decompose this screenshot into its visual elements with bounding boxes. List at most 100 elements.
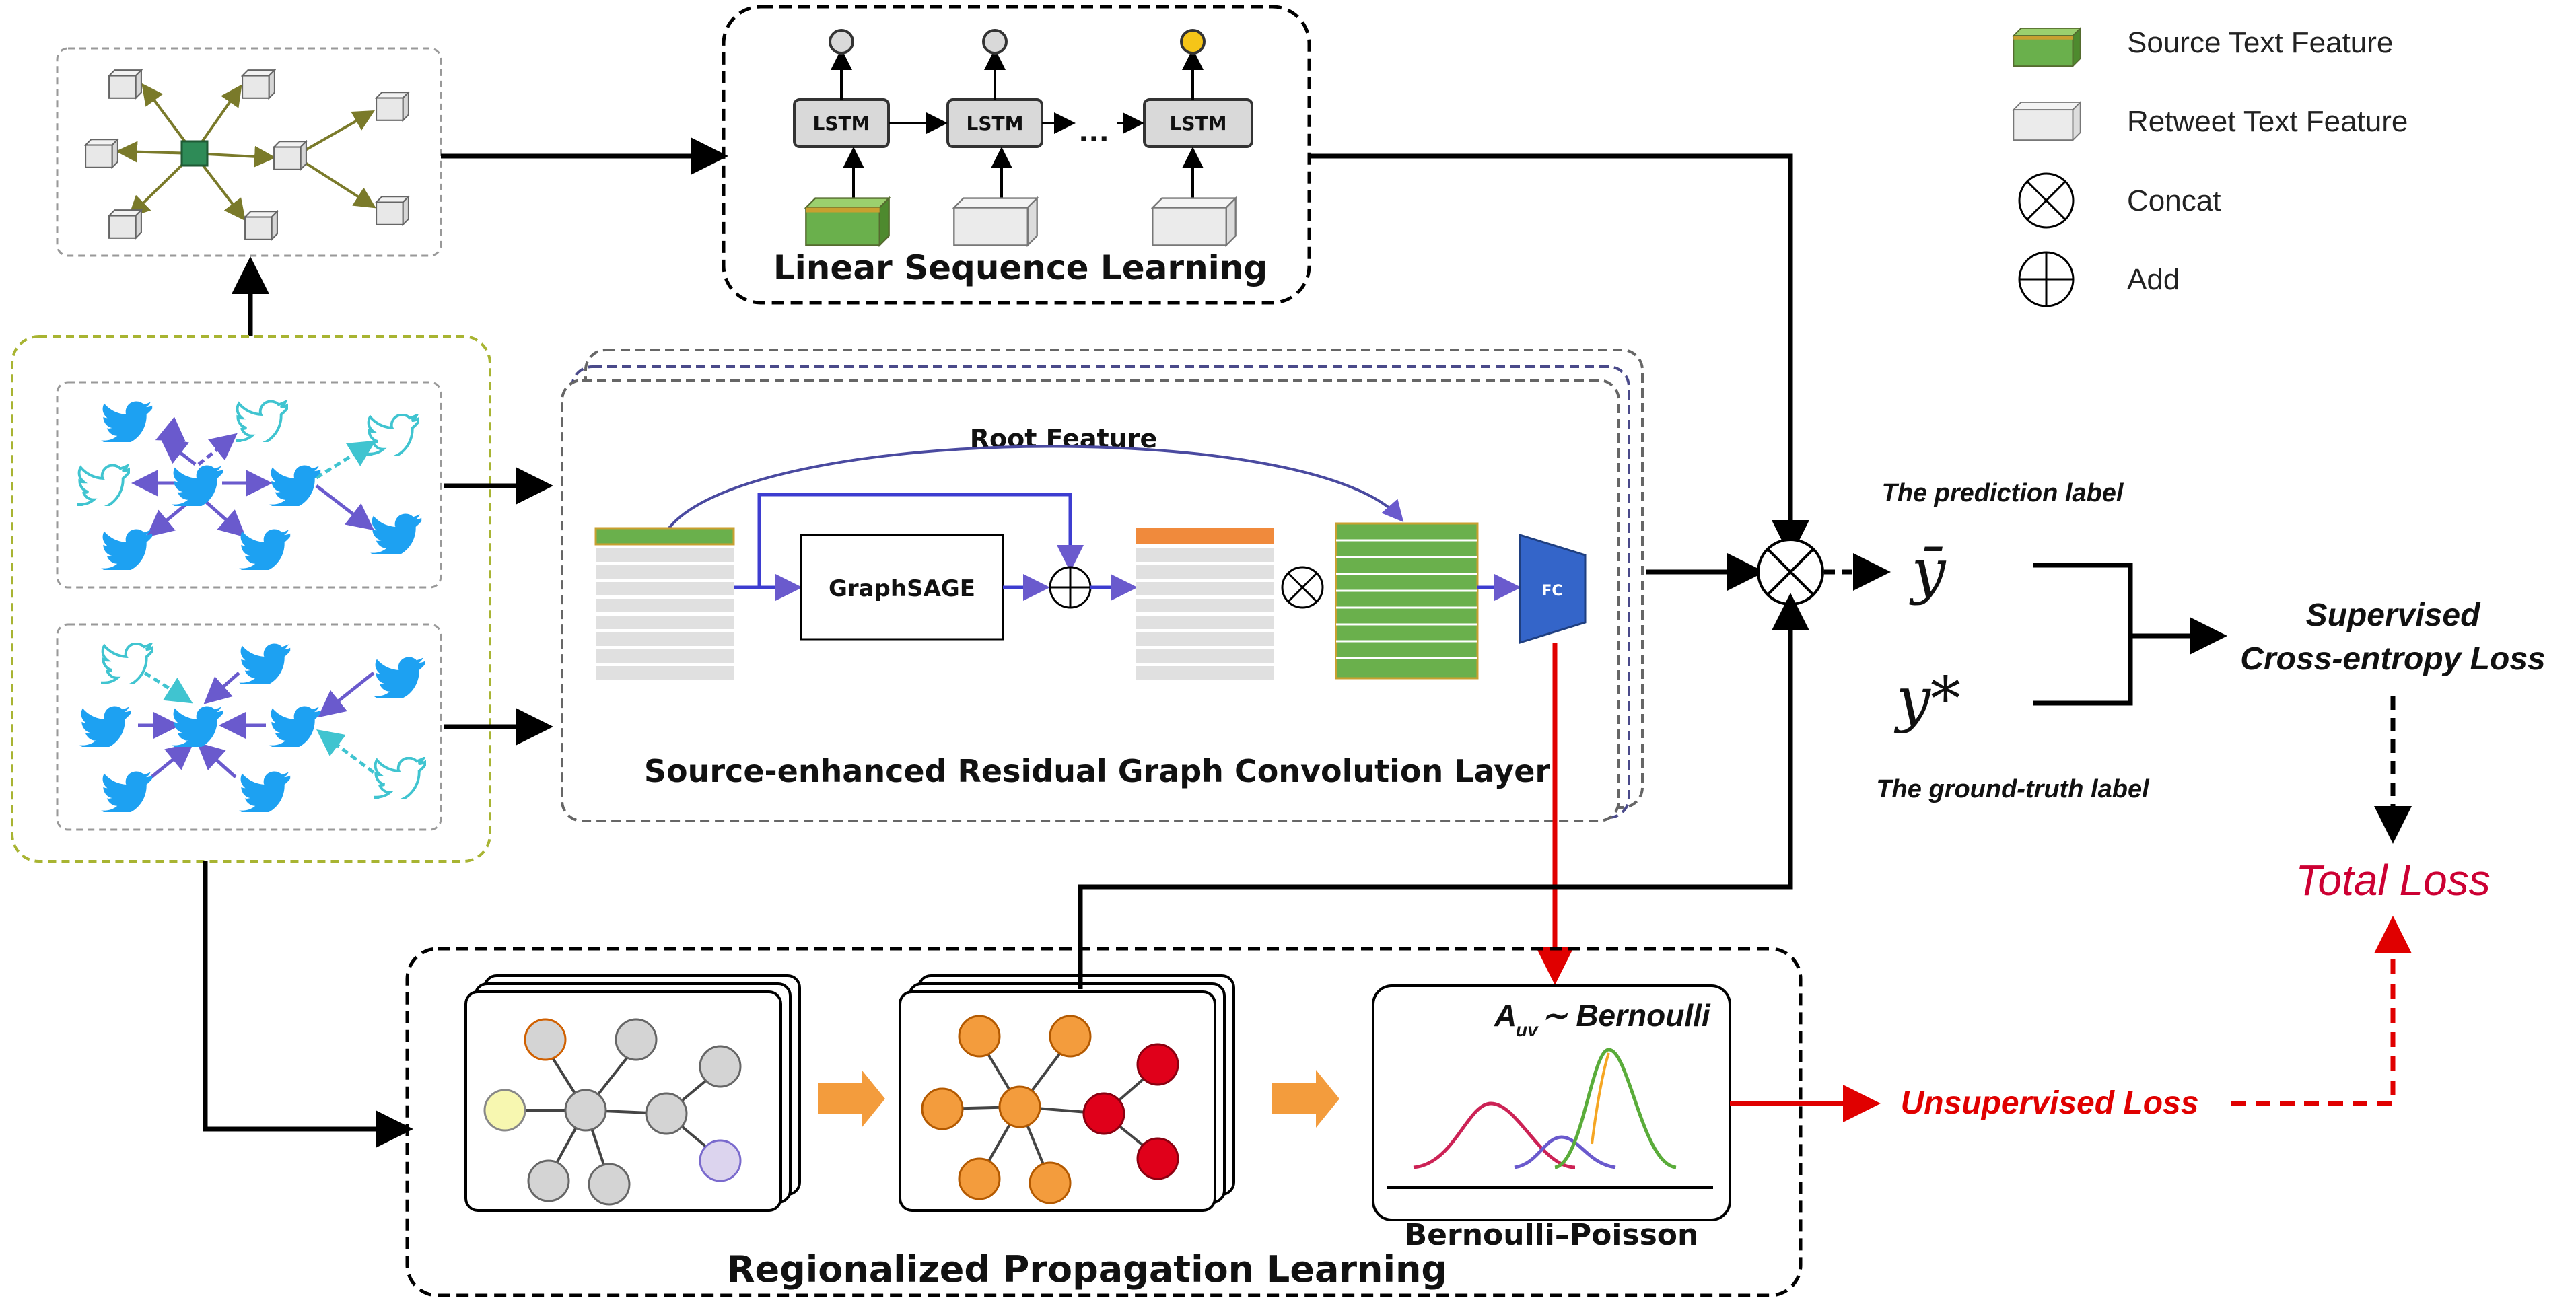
legend: Source Text Feature Retweet Text Feature…: [2013, 26, 2408, 307]
cube-icon: [108, 69, 142, 99]
distribution-curve-purple: [1514, 1135, 1616, 1169]
fc-layer: [1519, 533, 1587, 645]
unsupervised-loss-label: Unsupervised Loss: [1901, 1085, 2199, 1121]
twitter-bird-icon: [269, 706, 321, 747]
prediction-label-caption: The prediction label: [1882, 479, 2124, 507]
graph-node: [699, 1045, 742, 1088]
distribution-curve-green: [1554, 1048, 1677, 1169]
legend-source-label: Source Text Feature: [2127, 26, 2393, 59]
graph-node: [1029, 1161, 1072, 1204]
tweet-graphs-panel: [11, 335, 491, 863]
add-icon: [2018, 251, 2075, 307]
cube-icon: [376, 92, 409, 121]
output-node: [829, 29, 854, 55]
bernoulli-title-sub: uv: [1516, 1019, 1539, 1040]
graphsage-block: [800, 534, 1004, 641]
graph-node: [958, 1157, 1001, 1200]
twitter-bird-icon: [370, 513, 422, 554]
source-node-icon: [180, 140, 209, 167]
graph-node: [1049, 1015, 1092, 1058]
lstm-cell: LSTM: [793, 98, 890, 148]
twitter-bird-outline-icon: [374, 757, 426, 799]
graph-node: [1136, 1043, 1179, 1086]
retweet-feature-legend-icon: [2013, 101, 2081, 141]
arrow-unsupervised-to-total: [2231, 916, 2412, 1106]
arrow-to-regional: [203, 861, 413, 1148]
twitter-bird-outline-icon: [101, 643, 153, 684]
cube-icon: [244, 211, 278, 240]
twitter-bird-icon: [101, 771, 153, 812]
twitter-bird-icon: [374, 657, 425, 698]
graph-node: [615, 1018, 658, 1061]
feature-matrix-green: [1335, 522, 1479, 680]
output-node: [982, 29, 1008, 55]
legend-retweet-label: Retweet Text Feature: [2127, 105, 2408, 138]
add-op-icon: [1049, 566, 1092, 609]
twitter-bird-icon: [172, 706, 223, 747]
graph-conv-panel: Root Feature GraphSAGE: [561, 349, 1644, 822]
lstm-label: LSTM: [967, 112, 1024, 135]
feature-matrix-middle: [1136, 528, 1274, 680]
top-left-graph-panel: [56, 47, 442, 257]
graphsage-label: GraphSAGE: [829, 575, 975, 602]
arrow-to-concat: [1309, 153, 1809, 558]
regional-title: Regionalized Propagation Learning: [727, 1248, 1447, 1291]
twitter-bird-icon: [101, 529, 153, 570]
twitter-bird-icon: [269, 465, 321, 506]
distribution-curve-red: [1413, 1101, 1576, 1169]
graph-node: [1136, 1137, 1179, 1180]
graph-node: [699, 1139, 742, 1182]
lstm-cell: LSTM: [1143, 98, 1253, 148]
total-loss-label: Total Loss: [2295, 856, 2490, 904]
bernoulli-title-rest: ∼ Bernoulli: [1541, 998, 1711, 1033]
source-feature-legend-icon: [2013, 27, 2081, 67]
twitter-bird-outline-icon: [367, 414, 419, 456]
ellipsis: ...: [1078, 117, 1109, 148]
concat-icon: [2018, 172, 2075, 229]
regional-panel: A uv ∼ Bernoulli Bernoulli–Poisson Regio…: [405, 947, 1803, 1297]
y-star: y*: [1893, 664, 1961, 735]
fc-label: FC: [1541, 583, 1562, 600]
graph-node: [483, 1089, 526, 1132]
retweet-feature-box: [1152, 197, 1237, 246]
lstm-label: LSTM: [813, 112, 870, 135]
graph-node: [1082, 1092, 1125, 1135]
final-output-node: [1180, 29, 1206, 55]
cube-icon: [85, 139, 118, 168]
source-feature-box: [805, 197, 890, 246]
feature-matrix-left: [594, 527, 735, 680]
concat-op-icon: [1281, 566, 1324, 609]
graph-conv-title: Source-enhanced Residual Graph Convoluti…: [644, 753, 1551, 789]
legend-add-label: Add: [2127, 263, 2180, 296]
linear-sequence-panel: LSTM LSTM LSTM ... Linear Se: [722, 5, 1311, 305]
twitter-bird-icon: [79, 706, 131, 747]
supervised-loss-line1: Supervised: [2306, 597, 2481, 633]
cube-icon: [108, 209, 142, 239]
orange-arrow-icon: [1272, 1070, 1339, 1128]
bernoulli-poisson-label: Bernoulli–Poisson: [1405, 1218, 1699, 1252]
supervised-loss-line2: Cross-entropy Loss: [2240, 641, 2545, 677]
twitter-bird-outline-icon: [236, 400, 288, 442]
twitter-bird-icon: [101, 401, 153, 442]
graph-node: [998, 1085, 1041, 1128]
twitter-bird-icon: [239, 529, 291, 570]
cube-icon: [242, 69, 275, 99]
ground-truth-label-caption: The ground-truth label: [1876, 775, 2150, 803]
orange-arrow-icon: [818, 1070, 885, 1128]
graph-node: [645, 1092, 688, 1135]
cube-icon: [273, 141, 307, 170]
twitter-bird-icon: [172, 465, 223, 506]
graph-node: [564, 1089, 607, 1132]
linear-sequence-title: Linear Sequence Learning: [773, 248, 1267, 287]
twitter-bird-icon: [239, 643, 291, 684]
twitter-bird-icon: [239, 771, 291, 812]
graph-node: [588, 1163, 631, 1206]
lstm-label: LSTM: [1170, 112, 1227, 135]
cube-icon: [376, 196, 409, 225]
retweet-feature-box: [953, 197, 1038, 246]
legend-concat-label: Concat: [2127, 184, 2221, 217]
graph-node: [524, 1018, 567, 1061]
main-concat-icon: [1757, 538, 1824, 606]
graph-node: [958, 1015, 1001, 1058]
arrow-regional-to-concat: [1078, 593, 1809, 989]
